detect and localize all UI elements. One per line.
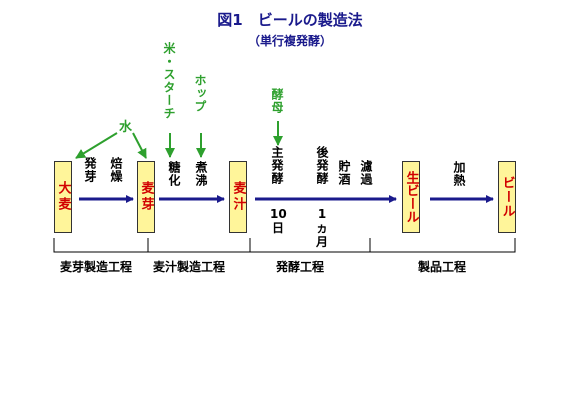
arrow-water-left xyxy=(75,132,118,159)
op-shu-hakkou: 主発酵 xyxy=(270,146,284,185)
box-bakuga: 麦芽 xyxy=(137,161,155,233)
stage-hakkou: 発酵工程 xyxy=(276,260,325,274)
stage-bakujuu-seizou: 麦汁製造工程 xyxy=(153,260,226,274)
op-roka: 濾過 xyxy=(359,160,373,186)
diagram-subtitle: （単行複発酵） xyxy=(247,34,332,48)
duration-main: 10日 xyxy=(270,207,287,235)
box-nama-beer: 生ビール xyxy=(402,161,420,233)
op-hatsuga: 発芽 xyxy=(83,157,97,183)
box-beer: ビール xyxy=(498,161,516,233)
duration-post: 1ヵ月 xyxy=(315,207,328,249)
input-hops: ホップ xyxy=(193,74,207,113)
bracket-bakuga xyxy=(53,238,148,253)
box-bakujuu: 麦汁 xyxy=(229,161,247,233)
op-shafutsu: 煮沸 xyxy=(194,161,208,187)
op-baisou: 焙燥 xyxy=(109,157,123,183)
input-rice-starch: 米・スターチ xyxy=(162,42,176,120)
op-choshu: 貯酒 xyxy=(337,160,351,186)
arrow-water-right xyxy=(132,132,147,159)
stage-bakuga-seizou: 麦芽製造工程 xyxy=(60,260,133,274)
box-omugi: 大麦 xyxy=(54,161,72,233)
op-ko-hakkou: 後発酵 xyxy=(315,146,329,185)
input-yeast: 酵母 xyxy=(270,88,284,114)
bracket-hakkou xyxy=(250,238,371,253)
op-kanetsu: 加熱 xyxy=(452,161,466,187)
input-water: 水 xyxy=(119,120,133,135)
op-touka: 糖化 xyxy=(167,161,181,187)
bracket-bakujuu xyxy=(148,238,251,253)
stage-seihin: 製品工程 xyxy=(418,260,467,274)
diagram-title: 図1 ビールの製造法 xyxy=(217,11,363,29)
bracket-seihin xyxy=(370,238,516,253)
